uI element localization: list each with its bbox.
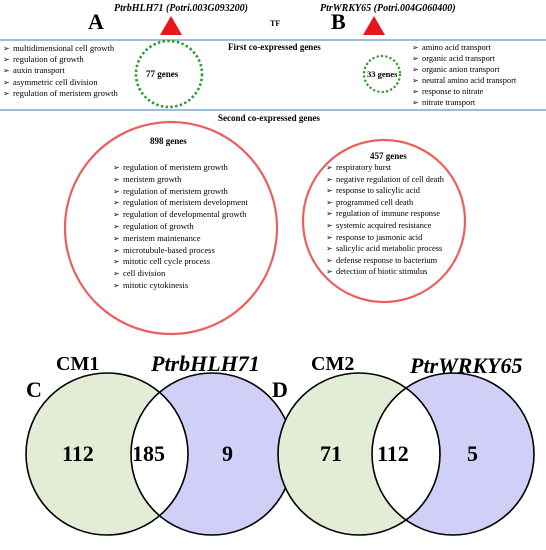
- list-item: detection of biotic stimulus: [326, 266, 444, 278]
- first-coexp-a-list: multidimensional cell growth regulation …: [3, 43, 118, 99]
- list-item: regulation of growth: [113, 221, 248, 233]
- list-item: regulation of meristem growth: [3, 88, 118, 99]
- list-item: regulation of immune response: [326, 208, 444, 220]
- panel-letter-d: D: [272, 377, 288, 402]
- second-coexp-b-count: 457 genes: [370, 151, 407, 161]
- venn-d-left-circle: [277, 372, 441, 536]
- tf-a-triangle-icon: [160, 16, 182, 35]
- second-coexp-title: Second co-expressed genes: [218, 113, 320, 123]
- list-item: systemic acquired resistance: [326, 220, 444, 232]
- venn-c-left-only: 112: [62, 441, 94, 466]
- first-coexp-circle-a: [134, 39, 204, 109]
- list-item: respiratory burst: [326, 162, 444, 174]
- list-item: organic acid transport: [412, 53, 516, 64]
- venn-d-right-circle: [371, 372, 535, 536]
- list-item: defense response to bacterium: [326, 255, 444, 267]
- list-item: response to jasmonic acid: [326, 232, 444, 244]
- list-item: neutral amino acid transport: [412, 75, 516, 86]
- panel-letter-b: B: [331, 9, 346, 34]
- list-item: meristem growth: [113, 174, 248, 186]
- first-coexp-b-list: amino acid transport organic acid transp…: [412, 42, 516, 108]
- panel-letter-a: A: [88, 9, 104, 34]
- panel-letter-c: C: [26, 377, 42, 402]
- gene-a-id: Potri.003G093200: [169, 3, 245, 14]
- list-item: meristem maintenance: [113, 233, 248, 245]
- venn-c-overlap: [130, 392, 189, 516]
- list-item: multidimensional cell growth: [3, 43, 118, 54]
- list-item: response to salicylic acid: [326, 185, 444, 197]
- venn-c-left-label: CM1: [56, 353, 100, 375]
- venn-d-overlap-count: 112: [377, 441, 409, 466]
- list-item: auxin transport: [3, 65, 118, 76]
- list-item: regulation of meristem growth: [113, 186, 248, 198]
- venn-d-right-label: PtrWRKY65: [410, 353, 523, 378]
- first-coexp-title: First co-expressed genes: [228, 42, 321, 52]
- tf-b-triangle-icon: [363, 16, 385, 35]
- venn-d-left-label: CM2: [311, 353, 355, 375]
- second-coexp-circle-b: [301, 138, 467, 304]
- first-coexp-b-count: 33 genes: [367, 69, 398, 79]
- list-item: regulation of meristem growth: [113, 162, 248, 174]
- gene-a-name: PtrbHLH71: [114, 3, 164, 14]
- venn-d-right-only: 5: [467, 441, 478, 466]
- venn-d-left-only: 71: [320, 441, 342, 466]
- venn-c-overlap-count: 185: [132, 441, 165, 466]
- list-item: regulation of developmental growth: [113, 209, 248, 221]
- list-item: mitotic cell cycle process: [113, 256, 248, 268]
- gene-a-title: PtrbHLH71 (Potri.003G093200): [114, 3, 248, 14]
- second-coexp-a-count: 898 genes: [150, 136, 187, 146]
- list-item: programmed cell death: [326, 197, 444, 209]
- tf-label: TF: [270, 19, 281, 28]
- gene-b-id: Potri.004G060400: [376, 3, 453, 14]
- second-coexp-b-list: respiratory burst negative regulation of…: [326, 162, 444, 278]
- list-item: microtubule-based process: [113, 245, 248, 257]
- venn-c-right-only: 9: [222, 441, 233, 466]
- list-item: cell division: [113, 268, 248, 280]
- list-item: organic anion transport: [412, 64, 516, 75]
- second-coexp-circle-a: [63, 120, 279, 336]
- list-item: negative regulation of cell death: [326, 174, 444, 186]
- venn-c-left-circle: [25, 372, 189, 536]
- list-item: amino acid transport: [412, 42, 516, 53]
- venn-d-overlap: [372, 388, 440, 520]
- list-item: asymmetric cell division: [3, 77, 118, 88]
- first-coexp-a-count: 77 genes: [146, 69, 179, 79]
- list-item: salicylic acid metabolic process: [326, 243, 444, 255]
- list-item: regulation of growth: [3, 54, 118, 65]
- gene-b-name: PtrWRKY65: [320, 3, 372, 14]
- venn-c-right-label: PtrbHLH71: [151, 351, 260, 376]
- list-item: mitotic cytokinesis: [113, 280, 248, 292]
- list-item: regulation of meristem development: [113, 197, 248, 209]
- first-coexp-circle-b: [362, 54, 402, 94]
- list-item: nitrate transport: [412, 97, 516, 108]
- second-coexp-a-list: regulation of meristem growth meristem g…: [113, 162, 248, 292]
- gene-b-title: PtrWRKY65 (Potri.004G060400): [320, 3, 456, 14]
- list-item: response to nitrate: [412, 86, 516, 97]
